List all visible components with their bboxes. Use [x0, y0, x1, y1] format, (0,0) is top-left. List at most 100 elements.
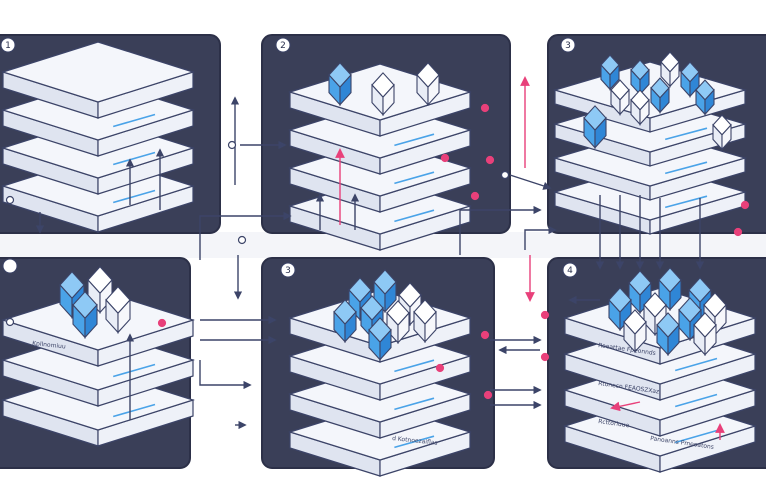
cube-p3-7-right [704, 88, 715, 116]
cube-p3-7 [695, 79, 715, 116]
cube-p6-4 [608, 287, 632, 332]
cube-p3-8-right [639, 98, 650, 126]
cube-p5-7-right [424, 310, 437, 344]
stack-p4-layer-1 [1, 289, 195, 367]
cube-p2-2-right [382, 83, 395, 117]
cube-p5-5-right [397, 311, 410, 345]
dot-p4-pink [157, 318, 167, 328]
arrow-p6-pink-left [610, 401, 641, 412]
badge-p4-circle [2, 258, 18, 274]
cube-p4-2 [87, 265, 113, 314]
badge-p2-circle [275, 37, 291, 53]
cube-p3-1-right [609, 63, 620, 91]
cube-p5-8-right [379, 328, 392, 362]
dot-p2-pink-1 [480, 103, 490, 113]
badge-p3-circle [560, 37, 576, 53]
cube-p3-3 [660, 51, 680, 88]
connectors-group [5, 76, 750, 440]
dot-band-blue [237, 235, 247, 245]
badge-p5-circle [280, 262, 296, 278]
dot-p5-pink-3 [540, 352, 550, 362]
cube-p3-5-right [659, 86, 670, 114]
dot-p5-pink-5 [483, 390, 493, 400]
cube-p6-6 [678, 297, 702, 342]
dot-p3-pink-1 [740, 200, 750, 210]
cube-p6-2 [658, 267, 682, 312]
cube-p3-8 [630, 89, 650, 126]
dot-p3-pink-2 [733, 227, 743, 237]
stacks-group [1, 41, 757, 477]
cube-p3-6-right [619, 88, 630, 116]
arrow-band-to-p2 [199, 211, 292, 260]
cube-p6-8 [623, 309, 647, 354]
p4-layer-label: Kpllnomiuu [32, 340, 66, 351]
cube-p6-9 [656, 312, 680, 357]
stack-p1-layer-2-stripe [112, 113, 156, 128]
stack-p2-layer-4-stripe [394, 209, 435, 223]
stack-p6-layer-2-stripe [674, 357, 718, 372]
cube-p2-3-right [427, 73, 440, 107]
stack-p1-layer-1 [1, 41, 195, 119]
badge-p3-label: 3 [565, 41, 571, 51]
cube-p5-2 [373, 269, 397, 314]
cube-p6-8-right [634, 320, 647, 354]
badge-p6-circle [562, 262, 578, 278]
badge-p1-circle [0, 37, 16, 53]
stack-p2-layer-2-stripe [394, 133, 435, 147]
cube-p2-2 [371, 72, 395, 117]
dot-mid-diamond [227, 140, 237, 150]
stack-p2-layer-3-stripe [394, 171, 435, 185]
cube-p2-1 [328, 62, 352, 107]
cube-p6-1 [628, 270, 652, 315]
arrow-band-to-p3 [459, 205, 542, 255]
cube-p3-9-right [594, 116, 607, 150]
cube-p6-2-right [669, 278, 682, 312]
cube-p3-6 [610, 79, 630, 116]
cube-p6-10-right [704, 323, 717, 357]
dot-p2-pink-4 [470, 191, 480, 201]
stack-p6-layer-4-stripe [674, 429, 718, 444]
dot-p1-left [5, 195, 15, 205]
cube-p5-2-right [384, 280, 397, 314]
stack-p6-layer-3-stripe [674, 393, 718, 408]
cube-p3-5 [650, 77, 670, 114]
badge-p1-label: 1 [5, 41, 11, 51]
dot-p5-pink-1 [540, 310, 550, 320]
cube-p6-9-right [667, 323, 680, 357]
dot-p4-left [5, 317, 15, 327]
stack-p4-layer-3-stripe [112, 403, 156, 418]
stack-p5-layer-2-stripe [394, 359, 435, 373]
cube-p4-3-right [84, 303, 98, 339]
cube-p4-4 [105, 285, 131, 334]
stack-p1-layer-1-top [1, 41, 195, 103]
arrow-band-curve [524, 225, 557, 250]
cube-p5-6-right [344, 310, 357, 344]
cube-p4-4-right [117, 298, 131, 334]
arrow-p2-to-p3 [509, 174, 552, 190]
cube-p5-5 [386, 300, 410, 345]
arrow-p4-to-p5-3 [199, 360, 252, 390]
cube-p5-6 [333, 299, 357, 344]
cube-p4-3 [72, 290, 98, 339]
dot-p5-pink-2 [480, 330, 490, 340]
cube-p2-3 [416, 62, 440, 107]
dot-p2-pink-3 [440, 153, 450, 163]
stack-p5-layer-4-stripe [394, 435, 435, 449]
cube-p3-10-right [721, 123, 732, 151]
cube-p3-10 [712, 114, 732, 151]
p5-layer-label: d Kotnoezaiflas [392, 435, 438, 447]
cube-p3-1 [600, 54, 620, 91]
cube-p2-1-right [339, 73, 352, 107]
dot-p2-right [500, 170, 510, 180]
stack-p1-layer-4-stripe [112, 189, 156, 204]
stack-p3-layer-3-stripe [664, 161, 708, 175]
stack-p4-layer-2-stripe [112, 363, 156, 378]
p6-layer-label-3: Rcttoriuue [598, 418, 630, 429]
cube-p5-8 [368, 317, 392, 362]
cubes-group [59, 51, 732, 362]
dot-p5-pink-4 [435, 363, 445, 373]
badge-p2-label: 2 [280, 41, 286, 51]
badge-p6-label: 4 [567, 266, 573, 276]
